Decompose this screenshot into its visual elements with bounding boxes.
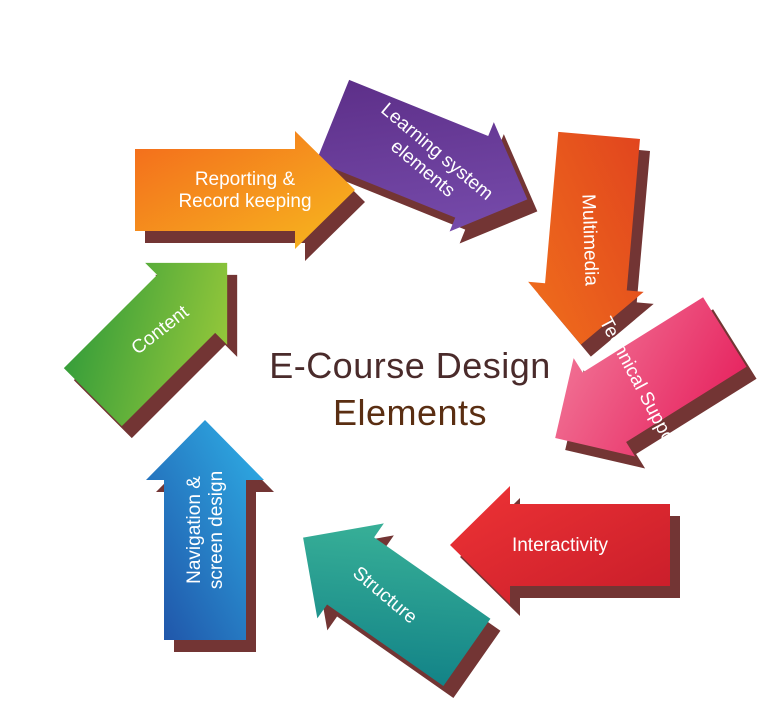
diagram-title-line-1: E-Course Design [269,345,551,386]
arrow-shape [303,523,491,686]
cycle-arrow-3: Technical Support [555,297,747,457]
arrow-shape [450,486,670,604]
arrow-label: Multimedia [577,194,601,287]
cycle-arrow-8: Reporting &Record keeping [135,131,355,249]
diagram-title-line-2: Elements [332,392,488,433]
arrow-shape [555,297,747,457]
cycle-arrow-4: Interactivity [450,486,670,604]
arrow-shape [146,420,264,640]
cycle-arrow-7: Content [63,262,228,427]
arrow-shape [528,131,644,345]
arrow-shape [135,131,355,249]
arrow-label: Navigation &screen design [184,471,227,589]
cycle-arrow-6: Navigation &screen design [146,420,264,640]
arrow-label: Reporting &Record keeping [178,169,311,212]
cycle-arrow-2: Multimedia [528,131,644,345]
arrow-shape [316,79,528,232]
arrow-label: Interactivity [512,535,609,556]
cycle-arrow-5: Structure [303,523,491,686]
arrow-shape [63,262,228,427]
